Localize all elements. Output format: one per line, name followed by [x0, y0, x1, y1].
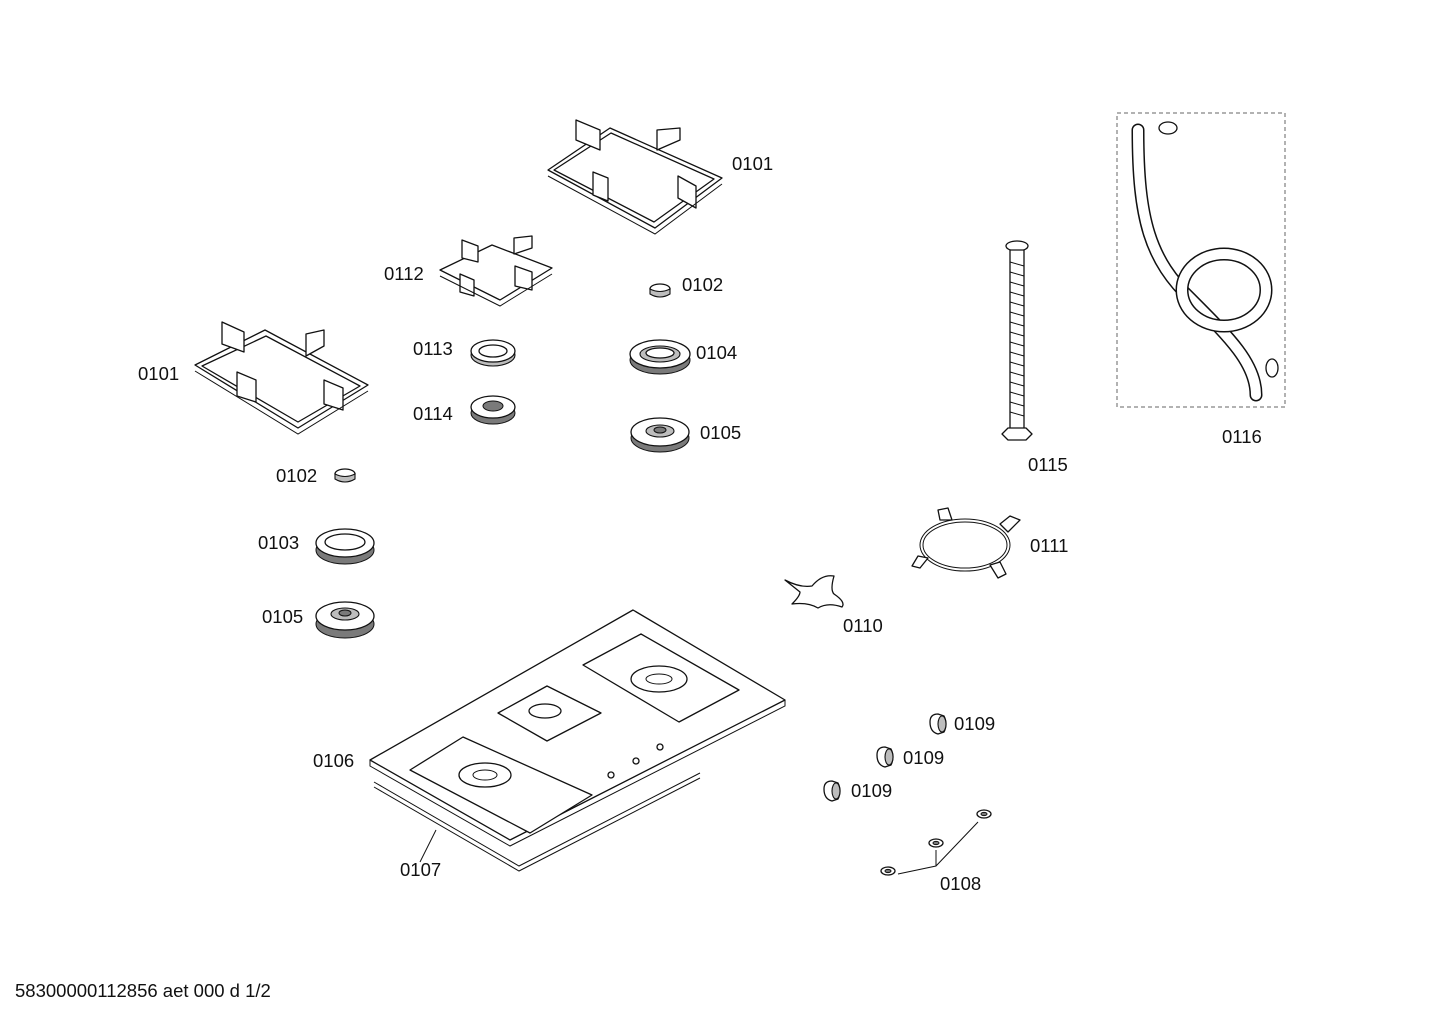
- callout-0101-left: 0101: [138, 363, 179, 384]
- burner-ring-0103[interactable]: [315, 528, 375, 565]
- callout-0116: 0116: [1222, 426, 1262, 447]
- control-knob-3[interactable]: [823, 780, 841, 802]
- callout-0103: 0103: [258, 532, 299, 553]
- control-knob-1[interactable]: [929, 713, 947, 735]
- burner-ring-0113[interactable]: [470, 339, 516, 367]
- callout-0109-1: 0109: [954, 713, 995, 734]
- callout-0109-3: 0109: [851, 780, 892, 801]
- callout-0114: 0114: [413, 403, 453, 424]
- gas-hose-kit[interactable]: [1116, 112, 1286, 408]
- hob-top-plate[interactable]: [369, 609, 786, 847]
- callout-0105-left: 0105: [262, 606, 303, 627]
- callout-0102-right: 0102: [682, 274, 723, 295]
- callout-0109-2: 0109: [903, 747, 944, 768]
- callout-0104: 0104: [696, 342, 737, 363]
- wok-ring-support[interactable]: [911, 507, 1021, 579]
- hob-seal[interactable]: [373, 772, 701, 872]
- pan-support-large-top[interactable]: [547, 119, 723, 235]
- drawing-reference-footer: 58300000112856 aet 000 d 1/2: [15, 980, 271, 1001]
- callout-0108: 0108: [940, 873, 981, 894]
- burner-base-0114[interactable]: [470, 395, 516, 425]
- washers-0108[interactable]: [880, 809, 992, 876]
- control-knob-2[interactable]: [876, 746, 894, 768]
- burner-cap-0102-right[interactable]: [649, 283, 671, 298]
- pan-support-small[interactable]: [439, 235, 553, 307]
- callout-0101-top: 0101: [732, 153, 773, 174]
- callout-0107: 0107: [400, 859, 441, 880]
- callout-0111: 0111: [1030, 535, 1068, 556]
- callout-0105-right: 0105: [700, 422, 741, 443]
- burner-base-0105-right[interactable]: [630, 417, 690, 453]
- burner-cap-0102-left[interactable]: [334, 468, 356, 483]
- callout-0102-left: 0102: [276, 465, 317, 486]
- threaded-connector[interactable]: [1001, 240, 1033, 441]
- callout-0106: 0106: [313, 750, 354, 771]
- callout-0110: 0110: [843, 615, 883, 636]
- callout-0112: 0112: [384, 263, 424, 284]
- wok-support-cross[interactable]: [784, 575, 844, 609]
- callout-0113: 0113: [413, 338, 453, 359]
- burner-base-0105-left[interactable]: [315, 601, 375, 639]
- pan-support-large-left[interactable]: [194, 321, 369, 435]
- callout-0115: 0115: [1028, 454, 1068, 475]
- burner-crown-0104[interactable]: [629, 339, 691, 375]
